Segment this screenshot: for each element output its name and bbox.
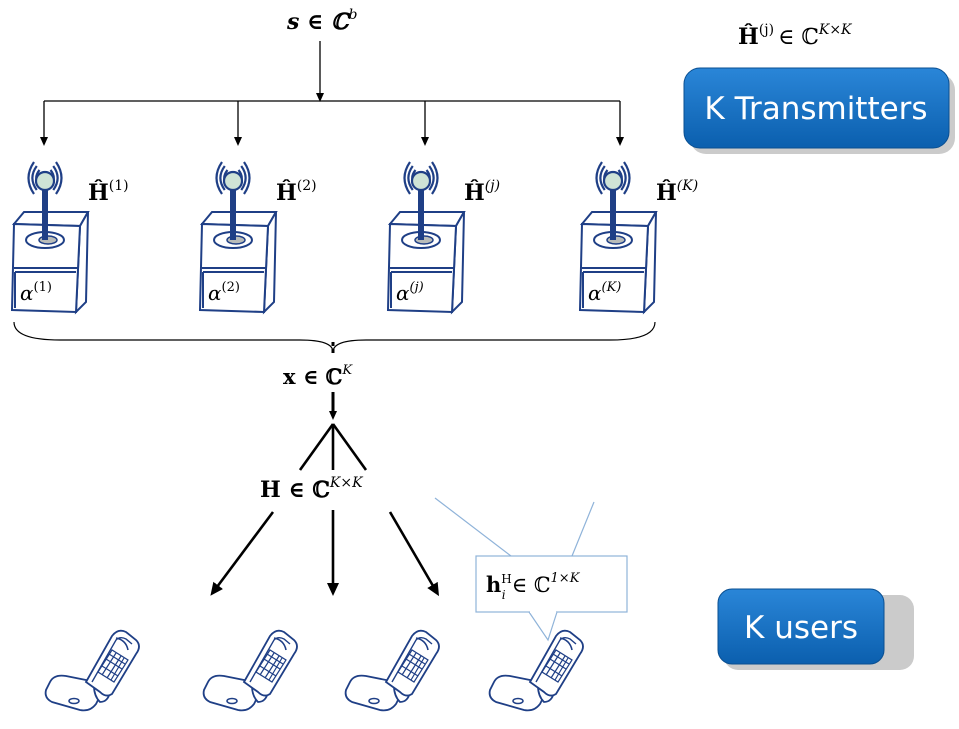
antenna-mast (230, 188, 236, 240)
transmitter-csi-label: Ĥ(K) (656, 178, 698, 206)
transmitter-alpha-label: α(K) (588, 280, 621, 305)
transmitter-box (198, 211, 278, 315)
keypad (97, 649, 129, 683)
mobile-phone-icon (202, 629, 298, 712)
antenna-icon (410, 170, 432, 192)
combine-brace (13, 321, 656, 353)
x-label: x ∈ ℂK (283, 363, 353, 389)
csi-label: Ĥ(j)∈ ℂK×K (738, 22, 853, 50)
transmitter-csi-label: Ĥ(j) (464, 178, 500, 206)
keypad (541, 649, 573, 683)
antenna-mast (610, 188, 616, 240)
antenna-mast (418, 188, 424, 240)
transmitter: Ĥ(j) α(j) (386, 161, 500, 315)
transmitter-alpha-label: α(2) (208, 280, 240, 305)
antenna-icon (602, 170, 624, 192)
transmitter-box (386, 211, 466, 315)
transmitter-group: Ĥ(1) α(1) Ĥ(2) α(2) Ĥ(j) α(j) Ĥ(K) α(K) (10, 161, 698, 315)
users-button[interactable]: K users (717, 588, 914, 670)
signal-label: s ∈ ℂb (286, 7, 358, 35)
antenna-mast (42, 188, 48, 240)
transmitter-alpha-label: α(j) (396, 280, 424, 305)
transmitter: Ĥ(1) α(1) (10, 161, 129, 315)
channel-label: H ∈ ℂK×K (260, 475, 364, 503)
channel-fan (298, 423, 368, 471)
antenna-icon (34, 170, 56, 192)
user-phone-group (44, 629, 584, 712)
transmitter-csi-label: Ĥ(1) (88, 178, 129, 206)
transmitter: Ĥ(K) α(K) (578, 161, 698, 315)
antenna-icon (222, 170, 244, 192)
transmitter-box (10, 211, 90, 315)
users-button-label: K users (744, 610, 858, 646)
transmitter-box (578, 211, 658, 315)
transmitter-alpha-label: α(1) (20, 280, 52, 305)
keypad (397, 649, 429, 683)
transmitter: Ĥ(2) α(2) (198, 161, 317, 315)
distribution-tree (40, 41, 624, 146)
channel-arrows (210, 510, 440, 597)
mobile-phone-icon (488, 629, 584, 712)
mobile-phone-icon (44, 629, 140, 712)
mobile-phone-icon (344, 629, 440, 712)
tx-button-label: K Transmitters (704, 91, 927, 127)
tx-button[interactable]: K Transmitters (683, 67, 955, 154)
transmitter-csi-label: Ĥ(2) (276, 178, 317, 206)
keypad (255, 649, 287, 683)
